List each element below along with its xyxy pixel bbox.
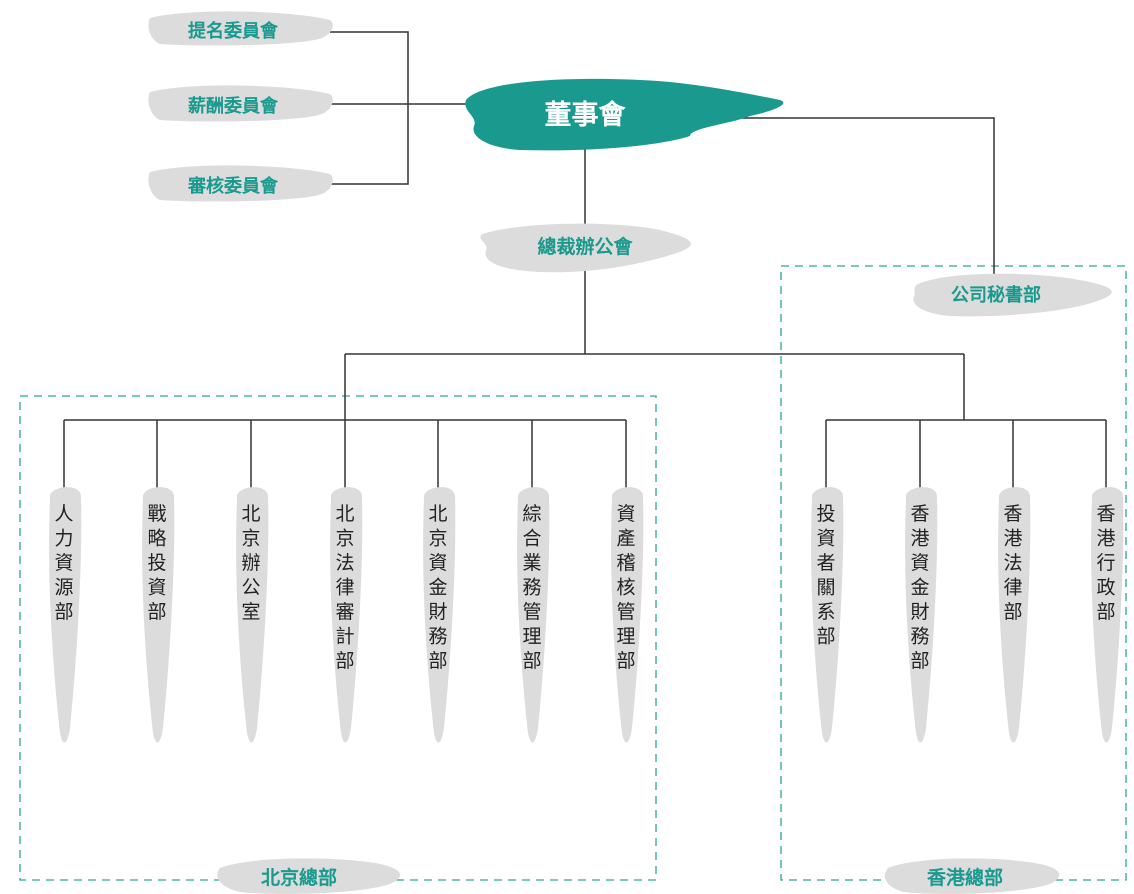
company-secretary-node: 公司秘書部 bbox=[913, 273, 1112, 317]
brush-stroke bbox=[611, 487, 644, 743]
connector-committees bbox=[330, 31, 470, 185]
beijing-hq-label-node: 北京總部 bbox=[217, 858, 401, 894]
hongkong-hq-label-node: 香港總部 bbox=[884, 858, 1060, 894]
department-label: 戰略投資部 bbox=[147, 503, 166, 623]
connector-hongkong-drops bbox=[825, 420, 1107, 490]
department-node: 資產稽核管理部 bbox=[611, 487, 644, 743]
brush-stroke bbox=[330, 487, 363, 743]
brush-stroke bbox=[142, 487, 175, 743]
committee-label: 審核委員會 bbox=[187, 175, 279, 197]
department-node: 北京法律審計部 bbox=[330, 487, 363, 743]
brush-stroke bbox=[148, 11, 333, 46]
department-label: 香港行政部 bbox=[1096, 503, 1115, 623]
department-node: 香港資金財務部 bbox=[905, 487, 938, 743]
hongkong-region-box bbox=[780, 265, 1127, 881]
brush-stroke bbox=[811, 487, 844, 743]
brush-stroke bbox=[148, 85, 333, 122]
department-node: 綜合業務管理部 bbox=[517, 487, 550, 743]
department-label: 香港法律部 bbox=[1003, 503, 1022, 623]
brush-stroke bbox=[905, 487, 938, 743]
brush-stroke bbox=[480, 223, 691, 273]
committee-node-remuneration: 薪酬委員會 bbox=[148, 85, 333, 122]
brush-stroke bbox=[217, 858, 401, 894]
department-label: 投資者關系部 bbox=[816, 503, 835, 648]
brush-stroke bbox=[423, 487, 456, 743]
connector-lines bbox=[63, 31, 1107, 490]
president-office-label: 總裁辦公會 bbox=[537, 235, 633, 258]
connector-beijing-branch bbox=[64, 354, 626, 421]
brush-stroke bbox=[913, 273, 1112, 317]
brush-stroke bbox=[517, 487, 550, 743]
department-label: 香港資金財務部 bbox=[910, 503, 929, 672]
department-node: 北京資金財務部 bbox=[423, 487, 456, 743]
brush-stroke bbox=[236, 487, 269, 743]
committee-node-audit: 審核委員會 bbox=[148, 165, 333, 202]
brush-stroke bbox=[465, 78, 784, 151]
department-node: 戰略投資部 bbox=[142, 487, 175, 743]
committee-label: 薪酬委員會 bbox=[188, 95, 279, 117]
board-node: 董事會 bbox=[465, 78, 784, 151]
department-label: 資產稽核管理部 bbox=[616, 503, 635, 672]
connector-president-split bbox=[345, 270, 964, 355]
beijing-hq-label: 北京總部 bbox=[261, 866, 337, 889]
department-label: 人力資源部 bbox=[54, 503, 73, 623]
company-secretary-label: 公司秘書部 bbox=[951, 284, 1041, 306]
department-node: 投資者關系部 bbox=[811, 487, 844, 743]
committee-label: 提名委員會 bbox=[188, 20, 279, 42]
connector-beijing-drops bbox=[63, 420, 627, 490]
brush-stroke bbox=[884, 858, 1060, 894]
brush-stroke bbox=[148, 165, 333, 202]
department-node: 香港法律部 bbox=[998, 487, 1031, 743]
connector-board-secretary bbox=[740, 117, 995, 278]
department-label: 北京法律審計部 bbox=[335, 503, 354, 672]
department-label: 北京辦公室 bbox=[241, 503, 260, 623]
board-label: 董事會 bbox=[545, 99, 627, 131]
committee-node-nomination: 提名委員會 bbox=[148, 11, 333, 46]
department-node: 北京辦公室 bbox=[236, 487, 269, 743]
brush-stroke bbox=[998, 487, 1031, 743]
department-node: 香港行政部 bbox=[1091, 487, 1124, 743]
connector-hongkong-branch bbox=[826, 354, 1106, 421]
department-label: 北京資金財務部 bbox=[428, 503, 447, 672]
hongkong-hq-label: 香港總部 bbox=[926, 866, 1003, 889]
brush-stroke bbox=[1091, 487, 1124, 743]
president-office-node: 總裁辦公會 bbox=[480, 223, 691, 273]
departments: 人力資源部 戰略投資部 北京辦公室 北京法律審計部 北京資金財務部 綜合業務管理部 資產稽核… bbox=[49, 487, 1124, 743]
department-label: 綜合業務管理部 bbox=[522, 503, 541, 672]
brush-stroke bbox=[49, 487, 82, 743]
department-node: 人力資源部 bbox=[49, 487, 82, 743]
